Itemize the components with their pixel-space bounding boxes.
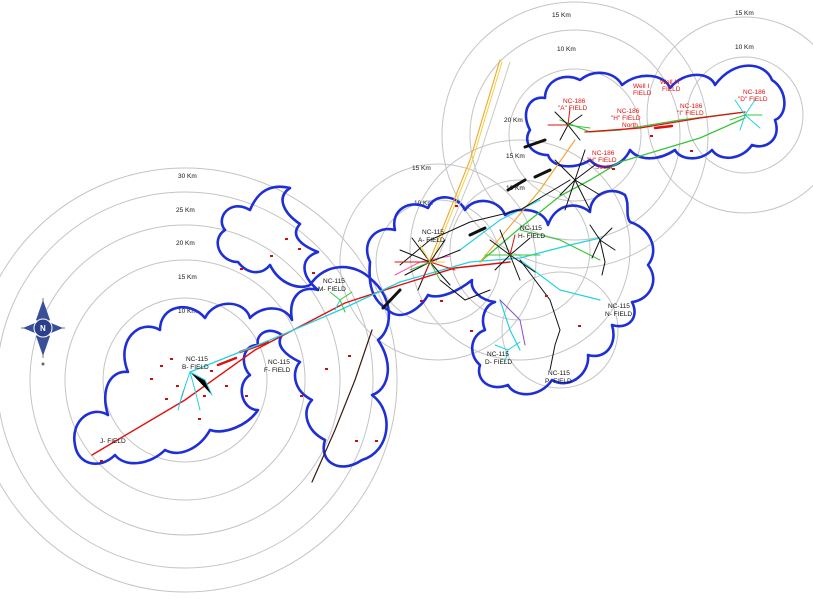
d-field-wells <box>494 341 521 363</box>
svg-text:NC-115: NC-115 <box>323 278 345 285</box>
distance-rings <box>0 1 813 593</box>
ring-label: 10 Km <box>414 200 433 207</box>
svg-text:NC-115: NC-115 <box>487 351 509 358</box>
svg-text:NC-115: NC-115 <box>422 229 444 236</box>
svg-text:North: North <box>622 122 638 129</box>
h-south-wells <box>554 149 616 276</box>
ring-label: 25 Km <box>176 207 195 214</box>
ring-label: 15 Km <box>735 10 754 17</box>
field-buffer-boundary <box>72 185 391 468</box>
ring-label: 15 Km <box>506 153 525 160</box>
a-field-wells <box>394 237 461 291</box>
field-label-well-h: Well H FIELD <box>660 79 681 93</box>
svg-text:NC-115: NC-115 <box>548 370 570 377</box>
nc186-a-wells <box>547 107 591 141</box>
field-label-well-i: Well I FIELD <box>633 83 652 97</box>
field-label-nc115-b: NC-115 B- FIELD <box>182 356 209 371</box>
field-label-nc186-i: NC-186 "I" FIELD <box>677 103 704 117</box>
well-clusters <box>177 99 763 411</box>
field-labels-nc186: NC-186 "A" FIELD NC-186 "H" FIELD North … <box>558 79 768 171</box>
ring-label: 10 Km <box>735 44 754 51</box>
well-markers <box>100 135 693 462</box>
svg-text:NC-115: NC-115 <box>268 359 290 366</box>
svg-text:"I" FIELD: "I" FIELD <box>677 110 704 117</box>
svg-text:"H" FIELD: "H" FIELD <box>587 157 617 164</box>
svg-text:NC-186: NC-186 <box>743 89 766 96</box>
field-label-nc186-d: NC-186 "D" FIELD <box>738 89 768 103</box>
svg-text:A- FIELD: A- FIELD <box>418 237 445 244</box>
field-label-nc115-d: NC-115 D- FIELD <box>485 351 512 366</box>
field-label-nc115-h: NC-115 H- FIELD <box>518 225 545 240</box>
north-arrow-icon: N <box>21 298 65 366</box>
svg-text:J- FIELD: J- FIELD <box>100 438 126 445</box>
ring-label: 20 Km <box>176 240 195 247</box>
nc186-d-wells <box>729 99 763 131</box>
svg-text:Well I: Well I <box>633 83 649 90</box>
field-label-j: J- FIELD <box>100 438 126 445</box>
svg-text:N- FIELD: N- FIELD <box>605 311 632 318</box>
north-letter: N <box>40 324 46 333</box>
field-label-nc115-m: NC-115 M- FIELD <box>318 278 346 293</box>
field-labels: NC-115 B- FIELD NC-115 F- FIELD NC-115 M… <box>100 225 632 445</box>
ring-label: 10 Km <box>506 185 525 192</box>
svg-text:South: South <box>595 164 612 171</box>
ring-label: 15 Km <box>412 165 431 172</box>
svg-text:F- FIELD: F- FIELD <box>264 367 291 374</box>
svg-text:D- FIELD: D- FIELD <box>485 359 512 366</box>
svg-text:NC-115: NC-115 <box>608 303 630 310</box>
svg-text:H- FIELD: H- FIELD <box>518 233 545 240</box>
svg-text:Well H: Well H <box>660 79 679 86</box>
field-label-nc115-a: NC-115 A- FIELD <box>418 229 445 244</box>
field-label-nc186-a: NC-186 "A" FIELD <box>558 98 587 112</box>
svg-text:NC-186: NC-186 <box>680 103 703 110</box>
ring-label: 20 Km <box>504 117 523 124</box>
svg-text:M- FIELD: M- FIELD <box>318 286 346 293</box>
m-field-wells <box>329 291 353 313</box>
ring-label: 30 Km <box>178 173 197 180</box>
svg-text:NC-186: NC-186 <box>563 98 586 105</box>
field-label-nc115-f: NC-115 F- FIELD <box>264 359 291 374</box>
field-label-nc115-n: NC-115 N- FIELD <box>605 303 632 318</box>
svg-text:"H" FIELD: "H" FIELD <box>611 115 641 122</box>
ring-label: 15 Km <box>178 274 197 281</box>
svg-text:FIELD: FIELD <box>662 86 681 93</box>
field-label-nc186-h-north: NC-186 "H" FIELD North <box>611 108 641 129</box>
svg-text:NC-186: NC-186 <box>592 150 615 157</box>
field-buffer-boundary-east <box>524 64 786 169</box>
field-label-nc186-h-south: NC-186 "H" FIELD South <box>587 150 617 171</box>
ring-label: 15 Km <box>552 12 571 19</box>
svg-text:NC-186: NC-186 <box>617 108 640 115</box>
svg-text:P- FIELD: P- FIELD <box>545 378 572 385</box>
ring-label: 10 Km <box>178 308 197 315</box>
svg-text:"D" FIELD: "D" FIELD <box>738 96 768 103</box>
h-field-wells <box>484 229 541 281</box>
ring-label: 10 Km <box>557 46 576 53</box>
svg-text:NC-115: NC-115 <box>186 356 208 363</box>
svg-text:B- FIELD: B- FIELD <box>182 364 209 371</box>
svg-text:FIELD: FIELD <box>633 90 652 97</box>
field-buffer-boundary-central <box>365 189 655 396</box>
ring-labels: 30 Km 25 Km 20 Km 15 Km 10 Km 15 Km 10 K… <box>176 10 754 315</box>
svg-text:"A" FIELD: "A" FIELD <box>558 105 587 112</box>
b-field-wells <box>177 371 213 411</box>
svg-text:NC-115: NC-115 <box>520 225 542 232</box>
field-label-nc115-p: NC-115 P- FIELD <box>545 370 572 385</box>
